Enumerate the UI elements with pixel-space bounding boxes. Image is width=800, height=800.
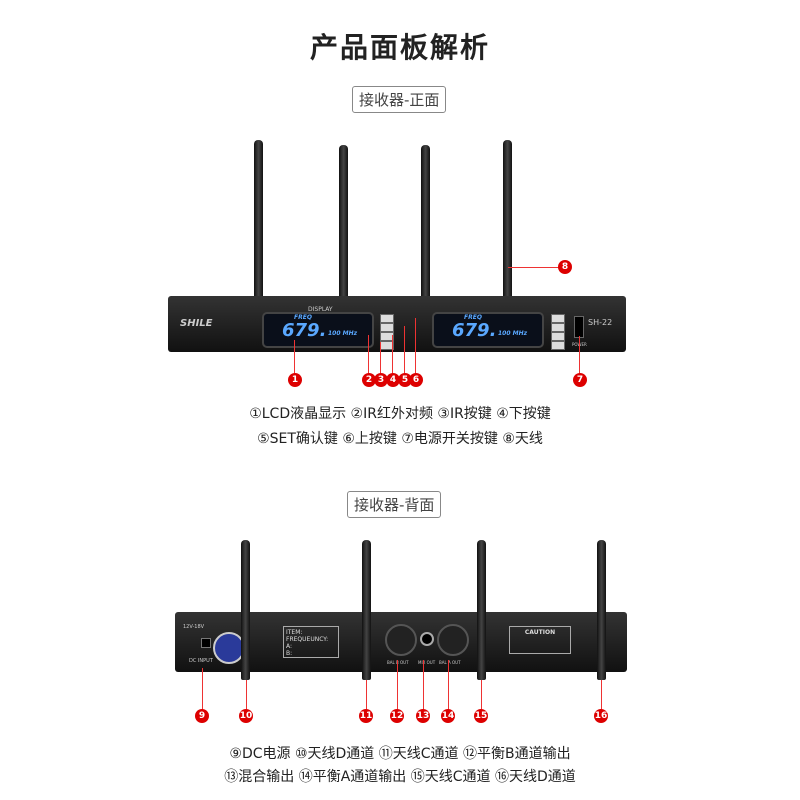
antenna (362, 540, 371, 680)
callout-5: 5 (398, 373, 412, 387)
callout-12: 12 (390, 709, 404, 723)
antenna (254, 140, 263, 300)
mix-out-label: MIX OUT (418, 660, 436, 665)
model-label: SH-22 (588, 318, 613, 327)
callout-6: 6 (409, 373, 423, 387)
callout-11: 11 (359, 709, 373, 723)
callout-4: 4 (386, 373, 400, 387)
callout-15: 15 (474, 709, 488, 723)
power-switch[interactable] (574, 316, 584, 338)
back-legend-line-2: ⑬混合输出 ⑭平衡A通道输出 ⑮天线C通道 ⑯天线D通道 (224, 769, 576, 785)
freq-value: 679. (452, 320, 497, 341)
item-label: ITEM: (286, 629, 303, 636)
callout-2: 2 (362, 373, 376, 387)
freq-label: FREQ (294, 314, 312, 321)
antenna (597, 540, 606, 680)
freq-value: 679. (282, 320, 327, 341)
front-section-label: 接收器-正面 (352, 86, 447, 113)
antenna (421, 145, 430, 300)
up-button[interactable] (551, 323, 565, 332)
display-label: DISPLAY (308, 306, 333, 313)
front-legend-line-1: ①LCD液晶显示 ②IR红外对频 ③IR按键 ④下按键 (249, 406, 551, 422)
set-button[interactable] (551, 314, 565, 323)
caution-label-plate: CAUTION (509, 626, 571, 654)
item-label-plate: ITEM: FREQUEUNCY: A: B: (283, 626, 339, 658)
back-legend-line-1: ⑨DC电源 ⑩天线D通道 ⑪天线C通道 ⑫平衡B通道输出 (229, 746, 571, 762)
antenna (339, 145, 348, 300)
frequency-label: FREQUEUNCY: (286, 636, 329, 643)
lcd-display-a: FREQ 679. 100 MHz (262, 312, 374, 348)
antenna (477, 540, 486, 680)
bal-a-out-xlr[interactable] (437, 624, 469, 656)
callout-14: 14 (441, 709, 455, 723)
voltage-label: 12V-18V (183, 624, 205, 630)
callout-16: 16 (594, 709, 608, 723)
back-panel: 12V-18V DC INPUT ITEM: FREQUEUNCY: A: B:… (175, 612, 627, 672)
caution-label: CAUTION (524, 629, 556, 636)
b-label: B: (286, 650, 293, 657)
down-button[interactable] (551, 332, 565, 341)
antenna (241, 540, 250, 680)
callout-7: 7 (573, 373, 587, 387)
freq-label: FREQ (464, 314, 482, 321)
front-panel: SHILE FREQ 679. 100 MHz DISPLAY FREQ 679… (168, 296, 626, 352)
a-label: A: (286, 643, 293, 650)
ir-button[interactable] (551, 341, 565, 350)
callout-3: 3 (374, 373, 388, 387)
bal-a-label: BAL A OUT (439, 660, 461, 665)
set-button[interactable] (380, 314, 394, 323)
callout-8: 8 (558, 260, 572, 274)
dc-input-jack[interactable] (201, 638, 211, 648)
page-title: 产品面板解析 (309, 31, 490, 64)
freq-unit: 100 MHz (498, 330, 528, 337)
brand-logo: SHILE (180, 318, 213, 329)
mix-out-jack[interactable] (420, 632, 434, 646)
dc-input-label: DC INPUT (189, 658, 213, 664)
callout-13: 13 (416, 709, 430, 723)
front-legend-line-2: ⑤SET确认键 ⑥上按键 ⑦电源开关按键 ⑧天线 (257, 431, 543, 447)
down-button[interactable] (380, 332, 394, 341)
antenna (503, 140, 512, 300)
lcd-display-b: FREQ 679. 100 MHz (432, 312, 544, 348)
up-button[interactable] (380, 323, 394, 332)
callout-1: 1 (288, 373, 302, 387)
back-section-label: 接收器-背面 (347, 491, 442, 518)
freq-unit: 100 MHz (328, 330, 358, 337)
callout-10: 10 (239, 709, 253, 723)
bal-b-out-xlr[interactable] (385, 624, 417, 656)
callout-9: 9 (195, 709, 209, 723)
